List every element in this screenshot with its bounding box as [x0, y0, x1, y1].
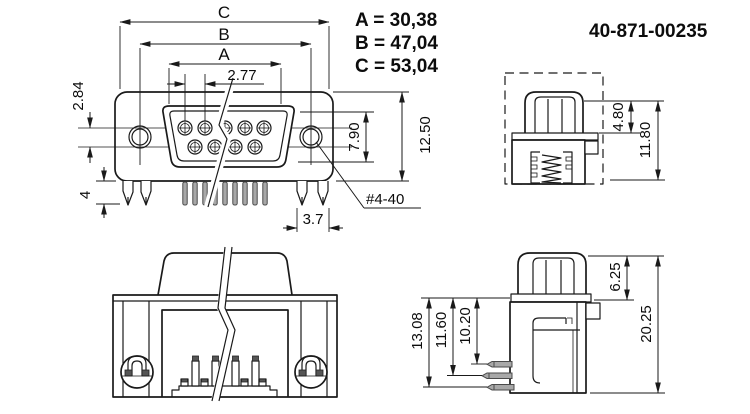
- dim-c-label: C: [218, 3, 230, 22]
- dsub-face-inner: [169, 110, 288, 162]
- part-number: 40-871-00235: [589, 21, 708, 42]
- dim-pin-depth-1-label: 13.08: [409, 312, 426, 350]
- break-line-bottom: [211, 246, 236, 402]
- side-tab-2: [585, 302, 601, 320]
- side-tab: [584, 140, 599, 155]
- screw-thread-coil: [541, 154, 562, 184]
- dim-row-spacing-label: 2.84: [70, 81, 87, 110]
- dim-a-label: A: [218, 45, 230, 64]
- flange: [511, 132, 599, 141]
- jackscrew-outer-2: [517, 252, 587, 295]
- jackscrew-inner-2: [532, 257, 575, 295]
- solder-pins-front: [182, 181, 268, 206]
- dim-pitch-label: 2.77: [227, 67, 256, 84]
- side-view-bottom: 13.08 11.60 10.20 6.25 20.25: [409, 252, 665, 394]
- standoff-left: [120, 355, 154, 389]
- dimension-body-height: 12.50: [333, 91, 434, 182]
- dimension-b: B: [139, 25, 312, 165]
- dimension-pitch: 2.77: [167, 67, 264, 121]
- dimension-pin-depths: 13.08 11.60 10.20: [409, 297, 510, 388]
- jackscrew-inner: [534, 96, 576, 134]
- dim-body-height-label: 12.50: [417, 116, 434, 154]
- dim-leg-length-label: 4: [77, 191, 94, 199]
- dimension-face-height: 7.90: [298, 111, 374, 163]
- jackscrew-outer: [524, 91, 584, 134]
- dimension-row-spacing: 2.84: [70, 81, 93, 163]
- legend-line-b: B = 47,04: [355, 33, 438, 54]
- dimension-a: A: [168, 45, 282, 104]
- thread-callout-label: #4-40: [366, 191, 404, 208]
- pin-block: [171, 355, 278, 397]
- thread-callout: #4-40: [315, 141, 421, 209]
- front-view: C B A 2.77 2.84: [70, 3, 434, 232]
- dim-pin-depth-3-label: 10.20: [457, 307, 474, 345]
- dim-nut-height-bottom-label: 6.25: [607, 262, 624, 291]
- side-view-top: 4.80 11.80: [504, 72, 665, 185]
- dim-face-height-label: 7.90: [346, 122, 363, 151]
- dim-overall-height-bottom-label: 20.25: [638, 305, 655, 343]
- phantom-outline: [504, 72, 604, 185]
- annotations: A = 30,38 B = 47,04 C = 53,04 40-871-002…: [355, 10, 708, 77]
- insulator-detail: [532, 302, 580, 393]
- dim-leg-width-label: 3.7: [303, 211, 324, 228]
- board-lock-legs: [122, 181, 329, 206]
- dimension-leg-width: 3.7: [283, 208, 343, 232]
- dimension-nut-height-bottom: 6.25: [588, 255, 664, 301]
- legend-line-a: A = 30,38: [355, 10, 437, 31]
- dimension-nut-height-top: 4.80: [584, 100, 664, 134]
- standoff-right: [294, 355, 328, 389]
- threaded-insert: [530, 151, 573, 184]
- break-line-front: [204, 76, 237, 209]
- connector-body-side-2: [509, 301, 587, 394]
- contact-row-bottom: [187, 139, 263, 155]
- legend-line-c: C = 53,04: [355, 56, 438, 77]
- flange-2: [510, 293, 592, 303]
- dimension-c: C: [119, 3, 330, 89]
- dimension-overall-height-top: 11.80: [610, 100, 665, 181]
- dim-overall-height-top-label: 11.80: [637, 122, 654, 158]
- dim-nut-height-top-label: 4.80: [610, 102, 627, 131]
- solder-pins-side: [480, 361, 515, 391]
- dim-pin-depth-2-label: 11.60: [433, 312, 450, 348]
- dimension-overall-height-bottom: 20.25: [590, 255, 665, 394]
- dim-b-label: B: [218, 25, 229, 44]
- bottom-view: [112, 246, 338, 402]
- dimension-leg-length: 4: [77, 167, 120, 218]
